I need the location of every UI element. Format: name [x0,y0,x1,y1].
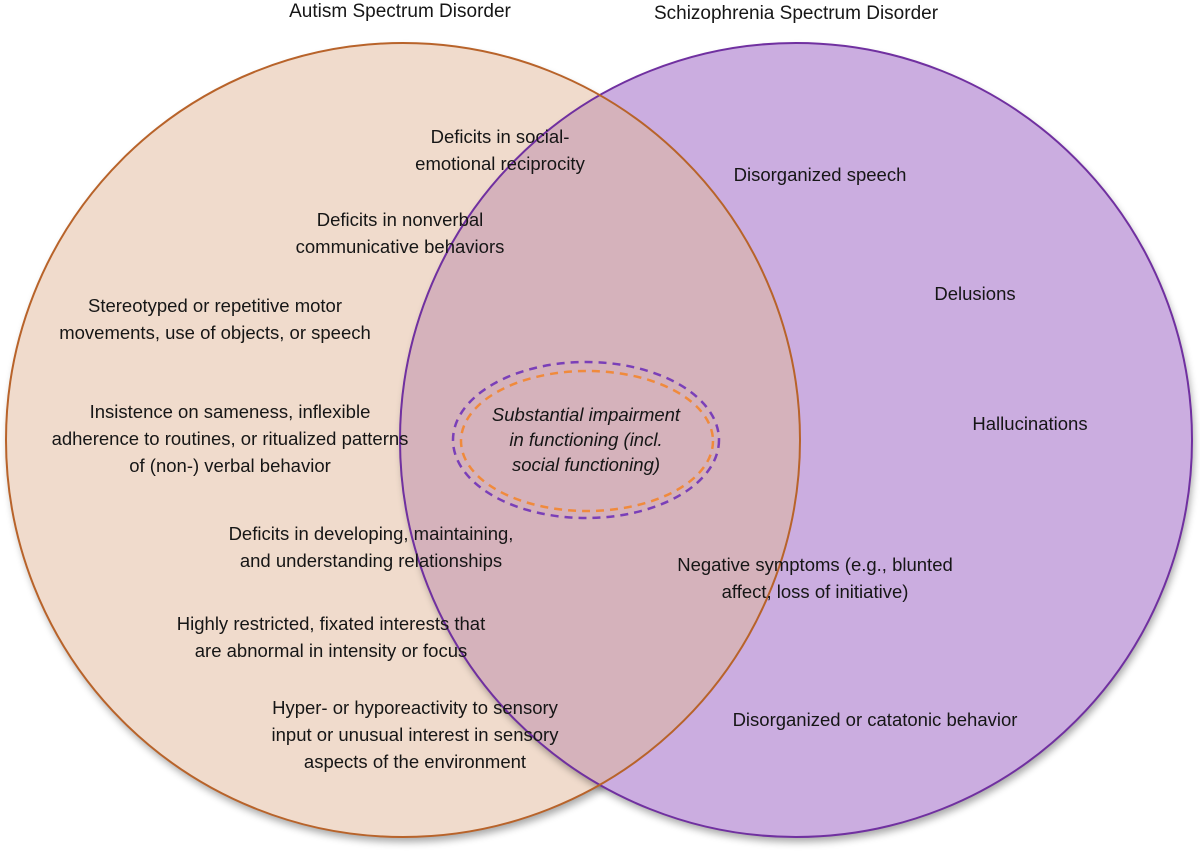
schizophrenia-item: Hallucinations [972,413,1088,434]
shared-outline-purple [451,360,721,520]
autism-item: Stereotyped or repetitive motor movement… [59,295,371,343]
schizophrenia-title: Schizophrenia Spectrum Disorder [653,3,939,24]
schizophrenia-item: Disorganized or catatonic behavior [732,709,1018,730]
autism-circle-outline [5,42,801,838]
schizophrenia-circle-outline-overlap [399,43,800,837]
shared-outline-orange [459,369,715,513]
autism-item: Deficits in nonverbal communicative beha… [295,209,505,257]
autism-item: Hyper- or hyporeactivity to sensory inpu… [271,697,559,772]
schizophrenia-item: Negative symptoms (e.g., blunted affect,… [677,554,953,602]
autism-item: Deficits in social- emotional reciprocit… [415,126,585,174]
overlap-region [400,43,800,837]
autism-item: Insistence on sameness, inflexible adher… [51,401,409,476]
autism-item: Highly restricted, fixated interests tha… [176,613,486,661]
autism-item: Deficits in developing, maintaining, and… [228,523,514,571]
autism-title: Autism Spectrum Disorder [289,1,511,22]
schizophrenia-circle-outline [399,42,1193,838]
schizophrenia-item: Delusions [934,283,1016,304]
shared-label: Substantial impairment in functioning (i… [491,404,681,475]
schizophrenia-item: Disorganized speech [733,164,907,185]
